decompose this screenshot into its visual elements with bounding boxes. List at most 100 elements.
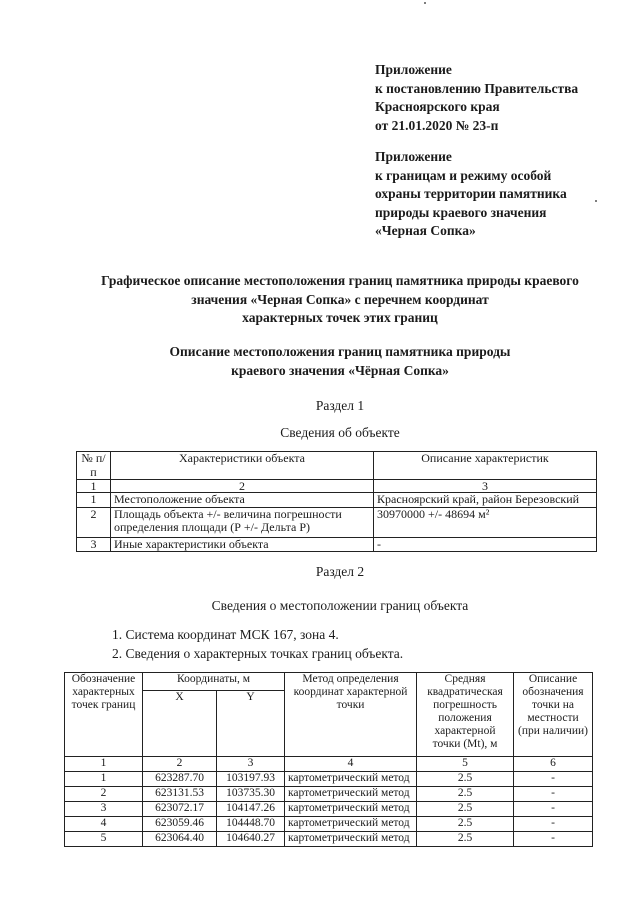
y-coordinate-cell: 104147.26 xyxy=(215,801,286,817)
characteristic-cell: Площадь объекта +/- величина погрешности… xyxy=(110,506,374,538)
table-row: 5 623064.40 104640.27 картометрический м… xyxy=(64,831,594,847)
section2-notes: 1. Система координат МСК 167, зона 4. 2.… xyxy=(112,626,403,663)
title-line: Графическое описание местоположения гран… xyxy=(101,273,579,288)
description-cell: Красноярский край, район Березовский xyxy=(373,492,597,508)
table-row: 4 623059.46 104448.70 картометрический м… xyxy=(64,816,594,832)
object-info-table: № п/п Характеристики объекта Описание ха… xyxy=(76,451,597,552)
header-cell-x: X xyxy=(142,690,217,757)
section1-heading: Раздел 1 xyxy=(315,398,365,413)
section2-subheading: Сведения о местоположении границ объекта xyxy=(211,598,469,613)
appendix-line: от 21.01.2020 № 23-п xyxy=(375,117,499,133)
point-number-cell: 4 xyxy=(64,816,143,832)
header-cell-characteristics: Характеристики объекта xyxy=(110,451,374,480)
error-cell: 2.5 xyxy=(416,816,515,832)
boundary-points-table: Обозначение характерных точек границ Коо… xyxy=(64,672,594,847)
point-number-cell: 5 xyxy=(64,831,143,847)
characteristic-cell: Местоположение объекта xyxy=(110,492,374,508)
row-number-cell: 2 xyxy=(76,506,111,538)
description-cell: - xyxy=(373,536,597,552)
point-description-cell: - xyxy=(513,831,594,847)
column-number-cell: 1 xyxy=(64,756,143,772)
table-subheader-row: X Y xyxy=(65,690,593,757)
header-cell-description: Описание характеристик xyxy=(373,451,597,480)
table-row: 2 Площадь объекта +/- величина погрешнос… xyxy=(76,506,597,538)
table-row: 2 623131.53 103735.30 картометрический м… xyxy=(64,786,594,802)
title-line: характерных точек этих границ xyxy=(242,310,438,325)
point-description-cell: - xyxy=(513,801,594,817)
column-numbering-row: 1 2 3 xyxy=(76,479,597,493)
point-description-cell: - xyxy=(513,771,594,787)
section2-heading: Раздел 2 xyxy=(315,564,365,579)
error-cell: 2.5 xyxy=(416,771,515,787)
appendix-line: охраны территории памятника xyxy=(375,186,567,201)
y-coordinate-cell: 104448.70 xyxy=(215,816,286,832)
title-line: значения «Черная Сопка» с перечнем коорд… xyxy=(191,291,489,307)
header-cell-point-designation: Обозначение характерных точек границ xyxy=(64,672,143,757)
column-number-cell: 3 xyxy=(373,479,597,493)
scan-speck xyxy=(424,2,426,4)
section1-subheading: Сведения об объекте xyxy=(280,425,400,440)
x-coordinate-cell: 623059.46 xyxy=(142,816,217,832)
appendix-line: Красноярского края xyxy=(375,99,500,114)
header-cell-number: № п/п xyxy=(76,451,111,480)
point-number-cell: 1 xyxy=(64,771,143,787)
row-number-cell: 3 xyxy=(76,536,111,552)
appendix-line: Приложение xyxy=(375,62,452,77)
column-number-cell: 5 xyxy=(416,756,515,772)
header-cell-error: Средняя квадратическая погрешность полож… xyxy=(416,672,515,757)
document-title: Графическое описание местоположения гран… xyxy=(40,272,640,328)
column-number-cell: 3 xyxy=(215,756,286,772)
x-coordinate-cell: 623072.17 xyxy=(142,801,217,817)
coordinate-system-note: 1. Система координат МСК 167, зона 4. xyxy=(112,627,339,642)
method-cell: картометрический метод xyxy=(284,786,418,802)
point-number-cell: 3 xyxy=(64,801,143,817)
error-cell: 2.5 xyxy=(416,831,515,847)
scan-speck xyxy=(595,200,597,202)
table-row: 3 623072.17 104147.26 картометрический м… xyxy=(64,801,594,817)
points-info-note: 2. Сведения о характерных точках границ … xyxy=(112,645,404,661)
method-cell: картометрический метод xyxy=(284,816,418,832)
appendix-boundaries-reference: Приложение к границам и режиму особой ох… xyxy=(375,148,578,241)
method-cell: картометрический метод xyxy=(284,771,418,787)
header-cell-point-description: Описание обозначения точки на местности … xyxy=(513,672,594,757)
column-number-cell: 4 xyxy=(284,756,418,772)
appendix-line: природы краевого значения xyxy=(375,204,547,220)
table-row: 3 Иные характеристики объекта - xyxy=(76,536,597,552)
column-number-cell: 6 xyxy=(513,756,594,772)
header-cell-y: Y xyxy=(215,690,286,757)
appendix-line: Приложение xyxy=(375,149,452,164)
appendix-reference-block: Приложение к постановлению Правительства… xyxy=(375,61,578,241)
method-cell: картометрический метод xyxy=(284,831,418,847)
table-header-row: Обозначение характерных точек границ Коо… xyxy=(64,672,594,757)
subtitle-line: Описание местоположения границ памятника… xyxy=(169,344,511,359)
appendix-resolution-reference: Приложение к постановлению Правительства… xyxy=(375,61,578,135)
header-cell-method: Метод определения координат характерной … xyxy=(284,672,418,757)
document-subtitle: Описание местоположения границ памятника… xyxy=(40,343,640,380)
subtitle-line: краевого значения «Чёрная Сопка» xyxy=(231,362,449,378)
table-row: 1 Местоположение объекта Красноярский кр… xyxy=(76,492,597,508)
appendix-line: к постановлению Правительства xyxy=(375,80,579,96)
y-coordinate-cell: 104640.27 xyxy=(215,831,286,847)
header-cell-coordinates: Координаты, м xyxy=(141,672,286,691)
appendix-line: «Черная Сопка» xyxy=(375,223,476,238)
x-coordinate-cell: 623287.70 xyxy=(142,771,217,787)
x-coordinate-cell: 623131.53 xyxy=(142,786,217,802)
appendix-line: к границам и режиму особой xyxy=(375,167,552,183)
error-cell: 2.5 xyxy=(416,786,515,802)
method-cell: картометрический метод xyxy=(284,801,418,817)
error-cell: 2.5 xyxy=(416,801,515,817)
table-header-row: № п/п Характеристики объекта Описание ха… xyxy=(76,451,597,480)
column-number-cell: 2 xyxy=(110,479,374,493)
table-row: 1 623287.70 103197.93 картометрический м… xyxy=(64,771,594,787)
point-description-cell: - xyxy=(513,816,594,832)
row-number-cell: 1 xyxy=(76,492,111,508)
point-number-cell: 2 xyxy=(64,786,143,802)
column-numbering-row: 1 2 3 4 5 6 xyxy=(64,756,594,772)
characteristic-cell: Иные характеристики объекта xyxy=(110,536,374,552)
y-coordinate-cell: 103197.93 xyxy=(215,771,286,787)
column-number-cell: 1 xyxy=(76,479,111,493)
point-description-cell: - xyxy=(513,786,594,802)
y-coordinate-cell: 103735.30 xyxy=(215,786,286,802)
x-coordinate-cell: 623064.40 xyxy=(142,831,217,847)
